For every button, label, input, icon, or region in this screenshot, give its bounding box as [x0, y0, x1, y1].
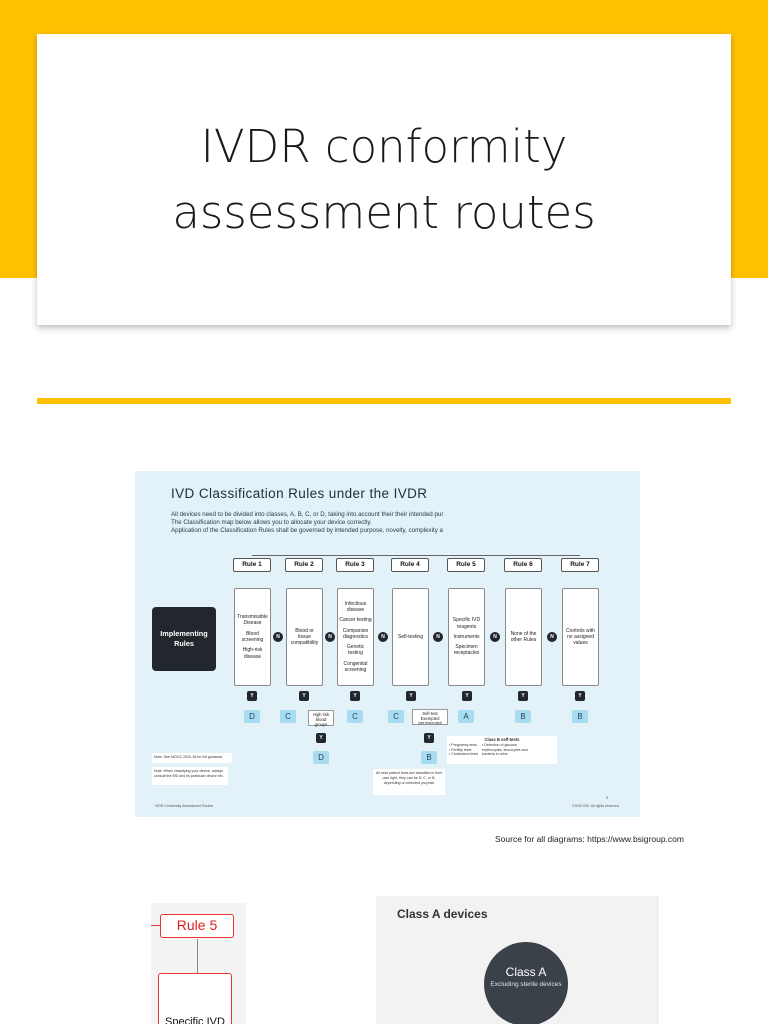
rule-item: Infectious disease	[344, 600, 367, 613]
rule-item: Blood or tissue compatibility	[290, 627, 319, 647]
yes-marker: Y	[247, 691, 257, 701]
no-connector: N	[273, 632, 283, 642]
title-card: IVDR conformity assessment routes	[37, 34, 731, 325]
rule-4-subnote: Self-test Exempted (see below right)	[412, 709, 448, 725]
yes-marker: Y	[350, 691, 360, 701]
class-b-col: • Detection of glucose, erythrocytes, le…	[482, 743, 538, 757]
rule-1-box: Transmissible Disease Blood screening Hi…	[234, 588, 271, 686]
class-badge: C	[280, 710, 296, 723]
rule-item: Specimen receptacles	[453, 644, 480, 657]
class-badge: D	[313, 751, 329, 764]
slide-title: IVDR conformity assessment routes	[172, 120, 596, 239]
rule-4-subnote-sub: (see below right)	[418, 721, 442, 725]
no-connector: N	[547, 632, 557, 642]
divider-rule	[37, 398, 731, 404]
class-b-lists: • Pregnancy tests • Fertility tests • Ch…	[449, 743, 555, 757]
yes-marker: Y	[316, 733, 326, 743]
yes-marker: Y	[299, 691, 309, 701]
note-1: Note: See MDCG 2020-16 for full guidance	[152, 753, 232, 763]
rule-4-header: Rule 4	[391, 558, 429, 572]
class-badge: B	[572, 710, 588, 723]
rule-2-box: Blood or tissue compatibility	[286, 588, 323, 686]
class-badge: C	[347, 710, 363, 723]
bottom-note: All near patient tests are classified in…	[373, 769, 445, 795]
no-connector: N	[490, 632, 500, 642]
class-badge: C	[388, 710, 404, 723]
class-badge: A	[458, 710, 474, 723]
rule-5-header: Rule 5	[447, 558, 485, 572]
class-b-col: • Pregnancy tests • Fertility tests • Ch…	[449, 743, 478, 757]
rule-item: Companion diagnostics	[342, 627, 369, 640]
rule-2-subnote: High risk blood groups	[308, 710, 334, 727]
rule5-box: Specific IVD	[158, 973, 232, 1024]
intro-line: Application of the Classification Rules …	[171, 527, 443, 534]
classA-thumbnail: Class A devices Class A Excluding steril…	[376, 896, 659, 1024]
rule-item: Controls with no assigned values	[566, 627, 595, 647]
no-connector: N	[378, 632, 388, 642]
classA-title: Class A devices	[397, 907, 488, 921]
rule-5-box: Specific IVD reagents Instruments Specim…	[448, 588, 485, 686]
class-badge: D	[244, 710, 260, 723]
diagram-page-no: 2	[606, 795, 609, 800]
rule-item: Transmissible Disease	[237, 614, 268, 627]
rule-6-header: Rule 6	[504, 558, 542, 572]
rule-4-box: Self-testing	[392, 588, 429, 686]
class-badge: B	[421, 751, 437, 764]
classA-circle-sub: Excluding sterile devices	[490, 981, 562, 988]
rule5-line	[197, 939, 198, 973]
rule-item: Cancer testing	[339, 617, 372, 624]
diagram-intro: All devices need to be divided into clas…	[171, 511, 640, 535]
rule5-connector	[151, 925, 160, 926]
rule-item: Congenital screening	[343, 660, 368, 674]
rule-7-box: Controls with no assigned values	[562, 588, 599, 686]
no-connector: N	[433, 632, 443, 642]
yes-marker: Y	[518, 691, 528, 701]
rule-item: Specific IVD reagents	[452, 617, 481, 630]
rule5-header: Rule 5	[160, 914, 234, 938]
yes-marker: Y	[424, 733, 434, 743]
classification-diagram: IVD Classification Rules under the IVDR …	[135, 471, 640, 817]
rule-item: High-risk disease	[242, 647, 263, 660]
intro-line: All devices need to be divided into clas…	[171, 511, 444, 518]
rule-item: Blood screening	[241, 630, 264, 643]
class-b-title: Class B self-tests	[484, 737, 520, 742]
class-b-item: • Pregnancy tests	[449, 742, 478, 747]
class-b-item: • Detection of glucose, erythrocytes, le…	[482, 742, 528, 757]
implementing-rules-box: Implementing Rules	[152, 607, 216, 671]
diagram-footer-left: IVDR Conformity Assessment Routes	[155, 804, 214, 808]
class-badge: B	[515, 710, 531, 723]
rule-7-header: Rule 7	[561, 558, 599, 572]
note-2: Note: When classifying your device, alwa…	[152, 767, 228, 785]
rule-3-box: Infectious disease Cancer testing Compan…	[337, 588, 374, 686]
intro-line: The Classification map below allows you …	[171, 519, 372, 526]
rule-item: Genetic testing	[346, 644, 365, 657]
rule5-thumbnail: Rule 5 Specific IVD	[151, 903, 246, 1024]
rule-2-header: Rule 2	[285, 558, 323, 572]
rule-1-header: Rule 1	[233, 558, 271, 572]
diagram-title: IVD Classification Rules under the IVDR	[171, 486, 428, 501]
rule-connector-line	[252, 555, 580, 556]
yes-marker: Y	[462, 691, 472, 701]
classA-circle-title: Class A	[505, 965, 547, 979]
rule-6-box: None of the other Rules	[505, 588, 542, 686]
yes-marker: Y	[406, 691, 416, 701]
rule-item: None of the other Rules	[510, 630, 537, 643]
class-b-item: • Cholesterol tests	[449, 752, 479, 757]
yes-marker: Y	[575, 691, 585, 701]
no-connector: N	[325, 632, 335, 642]
rule-item: Instruments	[453, 633, 480, 640]
source-caption: Source for all diagrams: https://www.bsi…	[495, 834, 684, 844]
rule-item: Self-testing	[397, 633, 423, 640]
class-b-selftests-box: Class B self-tests • Pregnancy tests • F…	[447, 736, 557, 764]
rule-4-subnote-text: Self-test Exempted	[420, 711, 440, 721]
diagram-footer-right: ©2020 BSI. All rights reserved.	[572, 804, 620, 808]
classA-circle: Class A Excluding sterile devices	[484, 942, 568, 1024]
class-b-item: • Fertility tests	[449, 747, 472, 752]
rule-3-header: Rule 3	[336, 558, 374, 572]
